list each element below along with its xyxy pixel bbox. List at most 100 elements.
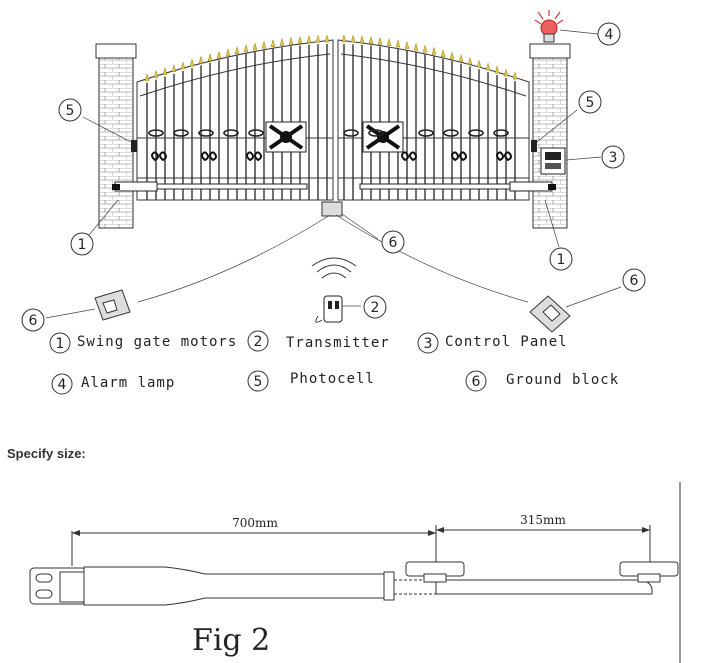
callout-6-center: 6 bbox=[381, 230, 405, 254]
legend-item-control-panel: 3 Control Panel bbox=[417, 332, 567, 354]
scroll-ornament bbox=[343, 129, 359, 137]
svg-text:6: 6 bbox=[29, 313, 38, 329]
callout-4: 4 bbox=[597, 22, 621, 46]
gate-spike bbox=[368, 35, 374, 44]
svg-text:1: 1 bbox=[56, 336, 65, 352]
section-heading: Specify size: bbox=[7, 446, 86, 461]
gate-spike bbox=[306, 34, 312, 44]
legend: 1 Swing gate motors 2 Transmitter 3 Cont… bbox=[49, 330, 619, 395]
gate-spike bbox=[359, 34, 365, 44]
scroll-ornament bbox=[246, 151, 262, 162]
svg-text:6: 6 bbox=[472, 374, 481, 390]
legend-item-ground-block: 6 Ground block bbox=[465, 370, 619, 392]
scroll-ornament bbox=[368, 129, 384, 137]
scroll-ornament bbox=[493, 129, 509, 137]
scroll-ornament bbox=[451, 151, 467, 162]
svg-text:Photocell: Photocell bbox=[290, 371, 375, 387]
gate-spike bbox=[180, 60, 186, 70]
rear-bracket bbox=[29, 567, 87, 605]
gate-spike bbox=[234, 45, 240, 55]
callout-1-right: 1 bbox=[549, 247, 573, 271]
gate-spike bbox=[324, 34, 330, 43]
scroll-ornament bbox=[201, 151, 217, 162]
svg-text:3: 3 bbox=[609, 150, 618, 166]
gate-spike bbox=[207, 52, 213, 62]
gate-spike bbox=[503, 68, 509, 77]
scroll-ornament bbox=[468, 129, 484, 137]
scroll-ornament bbox=[173, 129, 189, 137]
callout-leaders bbox=[45, 29, 622, 319]
svg-text:1: 1 bbox=[557, 252, 566, 268]
svg-text:2: 2 bbox=[254, 334, 263, 350]
gate-spike bbox=[144, 72, 150, 81]
gate-spike bbox=[279, 37, 285, 46]
right-swing-arc bbox=[335, 214, 529, 303]
legend-item-swing-gate-motors: 1 Swing gate motors bbox=[49, 332, 237, 354]
gate-spike bbox=[341, 34, 347, 43]
left-ground-block bbox=[94, 289, 131, 321]
gate-spike bbox=[243, 43, 249, 53]
scroll-ornament bbox=[151, 151, 167, 162]
svg-text:5: 5 bbox=[586, 95, 595, 111]
gate-spike bbox=[171, 63, 177, 72]
scroll-ornament bbox=[248, 129, 264, 137]
right-medallion bbox=[362, 121, 404, 153]
gate-spike bbox=[261, 40, 267, 49]
left-swing-arc bbox=[137, 214, 331, 303]
gate-spike bbox=[377, 36, 383, 45]
legend-item-alarm-lamp: 4 Alarm lamp bbox=[51, 373, 174, 395]
scroll-ornament bbox=[198, 129, 214, 137]
gate-spike bbox=[458, 53, 464, 62]
scroll-ornament bbox=[443, 129, 459, 137]
gate-spike bbox=[476, 59, 482, 68]
right-pillar bbox=[529, 43, 571, 229]
control-panel-box bbox=[540, 147, 566, 175]
gate-spikes bbox=[144, 34, 518, 81]
svg-text:315mm: 315mm bbox=[520, 513, 566, 527]
gate-spike bbox=[422, 44, 428, 53]
callout-5-right: 5 bbox=[578, 90, 602, 114]
svg-text:2: 2 bbox=[371, 300, 380, 316]
gate-spike bbox=[404, 40, 410, 49]
svg-text:5: 5 bbox=[254, 374, 263, 390]
extension-rod bbox=[435, 579, 653, 595]
gate-spike bbox=[198, 55, 204, 64]
gate-spike bbox=[494, 65, 500, 74]
scroll-ornament bbox=[148, 129, 164, 137]
scroll-ornament bbox=[401, 151, 417, 162]
motor-housing bbox=[83, 566, 391, 606]
callout-2: 2 bbox=[363, 295, 387, 319]
svg-text:6: 6 bbox=[630, 273, 639, 289]
gate-bars bbox=[146, 44, 516, 200]
gate-spike bbox=[216, 50, 222, 59]
transmitter-icon bbox=[311, 257, 357, 323]
svg-text:Swing gate motors: Swing gate motors bbox=[77, 334, 237, 350]
scroll-ornaments bbox=[148, 129, 512, 162]
scroll-ornament bbox=[223, 129, 239, 137]
gate-spike bbox=[225, 48, 231, 57]
scroll-ornament bbox=[496, 151, 512, 162]
callout-5-left: 5 bbox=[58, 98, 82, 122]
end-bracket bbox=[619, 561, 679, 583]
left-pillar bbox=[95, 43, 137, 229]
gate-spike bbox=[153, 69, 159, 78]
gate-spike bbox=[512, 71, 518, 80]
gate-spike bbox=[189, 58, 195, 67]
svg-text:6: 6 bbox=[389, 235, 398, 251]
dimension-700: 700mm bbox=[71, 516, 437, 566]
dimension-315: 315mm bbox=[436, 513, 651, 566]
actuator-drawing: 700mm 315mm bbox=[29, 482, 681, 663]
center-ground-block bbox=[321, 201, 343, 217]
callout-3: 3 bbox=[601, 145, 625, 169]
gate-spike bbox=[467, 56, 473, 65]
figure-label: Fig 2 bbox=[192, 623, 270, 658]
callout-6-right: 6 bbox=[622, 268, 646, 292]
svg-text:700mm: 700mm bbox=[232, 516, 278, 530]
svg-text:4: 4 bbox=[58, 377, 67, 393]
gate-spike bbox=[395, 39, 401, 48]
gate-spike bbox=[413, 42, 419, 51]
gate-spike bbox=[252, 42, 258, 51]
svg-text:5: 5 bbox=[66, 103, 75, 119]
svg-text:Ground block: Ground block bbox=[506, 372, 619, 388]
svg-text:1: 1 bbox=[78, 237, 87, 253]
